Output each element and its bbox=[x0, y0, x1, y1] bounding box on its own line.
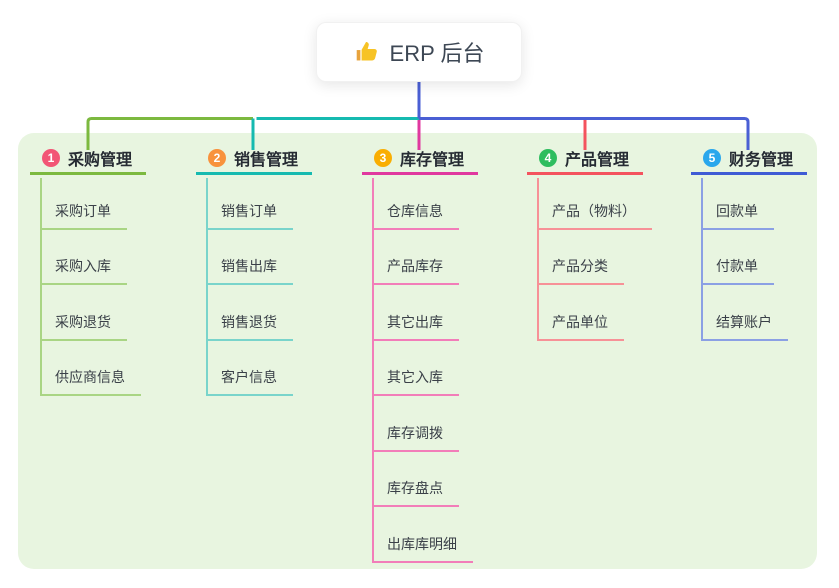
branch-4-label: 产品管理 bbox=[565, 152, 630, 169]
thumbs-up-icon bbox=[356, 42, 377, 61]
child-node[interactable]: 库存盘点 bbox=[372, 478, 459, 507]
branch-5-number-badge: 5 bbox=[703, 149, 721, 167]
child-node[interactable]: 出库库明细 bbox=[372, 534, 473, 563]
branch-4-children-line bbox=[537, 178, 539, 341]
child-node[interactable]: 采购订单 bbox=[40, 201, 127, 230]
child-node[interactable]: 产品（物料） bbox=[537, 201, 652, 230]
child-node[interactable]: 付款单 bbox=[701, 256, 774, 285]
child-node[interactable]: 采购退货 bbox=[40, 312, 127, 341]
branch-4-title[interactable]: 4 产品管理 bbox=[527, 144, 643, 175]
branch-3: 3 库存管理 仓库信息 产品库存 其它出库 其它入库 库存调拨 库存盘点 出库库… bbox=[362, 144, 478, 563]
child-node[interactable]: 结算账户 bbox=[701, 312, 788, 341]
child-node[interactable]: 销售订单 bbox=[206, 201, 293, 230]
child-node[interactable]: 产品库存 bbox=[372, 256, 459, 285]
child-node[interactable]: 产品单位 bbox=[537, 312, 624, 341]
branch-5-label: 财务管理 bbox=[729, 152, 794, 169]
child-node[interactable]: 采购入库 bbox=[40, 256, 127, 285]
branch-2-children-line bbox=[206, 178, 208, 396]
root-node-label: ERP 后台 bbox=[389, 41, 485, 66]
branch-2: 2 销售管理 销售订单 销售出库 销售退货 客户信息 bbox=[196, 144, 312, 396]
branch-1-number-badge: 1 bbox=[42, 149, 60, 167]
child-node[interactable]: 产品分类 bbox=[537, 256, 624, 285]
child-node[interactable]: 其它入库 bbox=[372, 367, 459, 396]
child-node[interactable]: 供应商信息 bbox=[40, 367, 141, 396]
branch-3-children-line bbox=[372, 178, 374, 563]
branch-4: 4 产品管理 产品（物料） 产品分类 产品单位 bbox=[527, 144, 652, 341]
branch-1-children-line bbox=[40, 178, 42, 396]
branch-2-label: 销售管理 bbox=[234, 152, 299, 169]
branch-3-label: 库存管理 bbox=[400, 152, 465, 169]
branch-5: 5 财务管理 回款单 付款单 结算账户 bbox=[691, 144, 807, 341]
branch-4-number-badge: 4 bbox=[539, 149, 557, 167]
branch-1-title[interactable]: 1 采购管理 bbox=[30, 144, 146, 175]
child-node[interactable]: 其它出库 bbox=[372, 312, 459, 341]
branch-3-title[interactable]: 3 库存管理 bbox=[362, 144, 478, 175]
child-node[interactable]: 库存调拨 bbox=[372, 423, 459, 452]
branches-panel bbox=[18, 133, 817, 569]
branch-3-number-badge: 3 bbox=[374, 149, 392, 167]
child-node[interactable]: 销售退货 bbox=[206, 312, 293, 341]
branch-1: 1 采购管理 采购订单 采购入库 采购退货 供应商信息 bbox=[30, 144, 146, 396]
child-node[interactable]: 客户信息 bbox=[206, 367, 293, 396]
branch-2-number-badge: 2 bbox=[208, 149, 226, 167]
child-node[interactable]: 仓库信息 bbox=[372, 201, 459, 230]
root-node[interactable]: ERP 后台 bbox=[316, 22, 522, 82]
branch-1-label: 采购管理 bbox=[68, 152, 133, 169]
child-node[interactable]: 回款单 bbox=[701, 201, 774, 230]
branch-5-children-line bbox=[701, 178, 703, 341]
child-node[interactable]: 销售出库 bbox=[206, 256, 293, 285]
branch-2-title[interactable]: 2 销售管理 bbox=[196, 144, 312, 175]
branch-5-title[interactable]: 5 财务管理 bbox=[691, 144, 807, 175]
